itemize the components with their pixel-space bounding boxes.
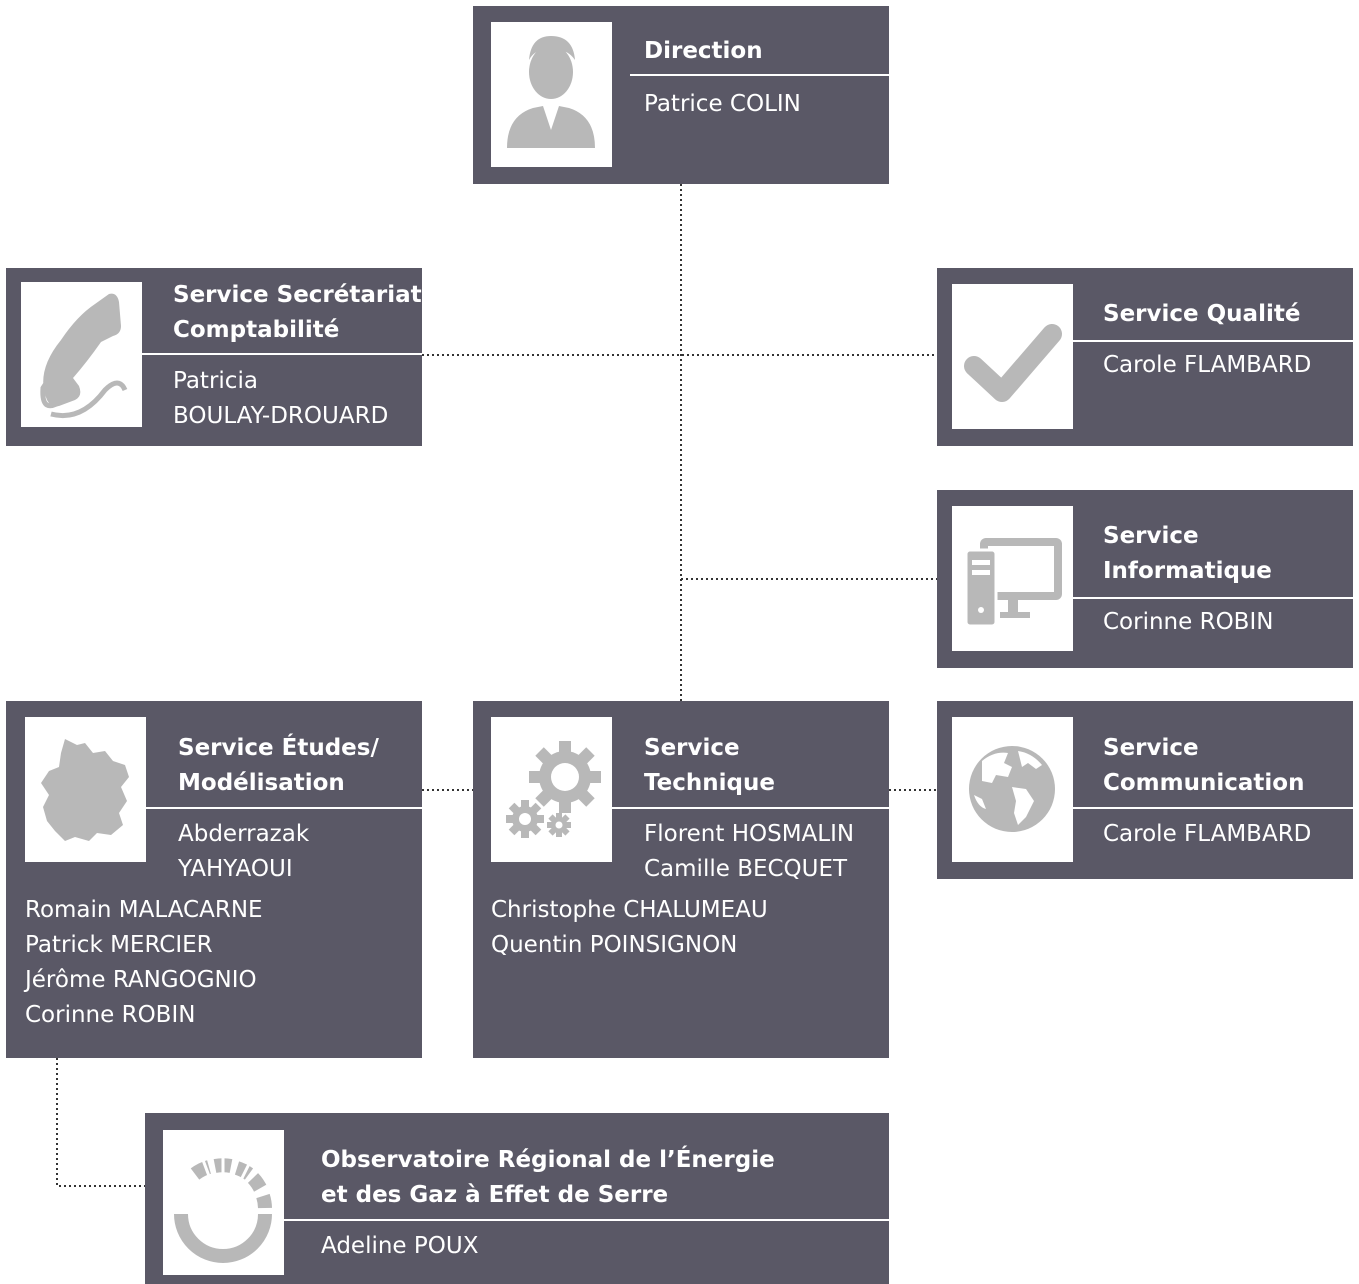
informatique-divider (1073, 597, 1353, 599)
secretariat-names: Patricia BOULAY-DROUARD (173, 368, 389, 429)
technique-box: Service Technique Florent HOSMALIN Camil… (473, 701, 889, 1058)
globe-icon (952, 717, 1073, 862)
secretariat-divider (142, 353, 422, 355)
direction-title: Direction (644, 38, 763, 64)
etudes-extra-names: Romain MALACARNE Patrick MERCIER Jérôme … (25, 897, 263, 1028)
etudes-box: Service Études/ Modélisation Abderrazak … (6, 701, 422, 1058)
communication-divider (1073, 807, 1353, 809)
telephone-icon (21, 282, 142, 427)
etudes-names: Abderrazak YAHYAOUI (178, 821, 310, 882)
direction-box: Direction Patrice COLIN (473, 6, 889, 184)
checkmark-icon (952, 284, 1073, 429)
technique-title: Service Technique (644, 735, 775, 796)
technique-names: Florent HOSMALIN Camille BECQUET (644, 821, 855, 882)
direction-divider (630, 74, 889, 76)
qualite-divider (1073, 340, 1353, 342)
technique-extra-names: Christophe CHALUMEAU Quentin POINSIGNON (491, 897, 768, 958)
observatoire-title: Observatoire Régional de l’Énergie et de… (321, 1147, 775, 1208)
observatoire-divider (284, 1219, 889, 1221)
direction-names: Patrice COLIN (644, 91, 801, 117)
technique-divider (612, 807, 889, 809)
informatique-title: Service Informatique (1103, 523, 1272, 584)
communication-box: Service Communication Carole FLAMBARD (937, 701, 1353, 879)
qualite-title: Service Qualité (1103, 301, 1301, 327)
informatique-names: Corinne ROBIN (1103, 609, 1274, 635)
gears-icon (491, 717, 612, 862)
qualite-box: Service Qualité Carole FLAMBARD (937, 268, 1353, 446)
observatoire-box: Observatoire Régional de l’Énergie et de… (145, 1113, 889, 1284)
communication-title: Service Communication (1103, 735, 1305, 796)
observatoire-names: Adeline POUX (321, 1233, 479, 1259)
etudes-title: Service Études/ Modélisation (178, 735, 379, 796)
person-icon (491, 22, 612, 167)
secretariat-title: Service Secrétariat Comptabilité (173, 282, 422, 343)
etudes-divider (146, 807, 422, 809)
region-map-icon (25, 717, 146, 862)
circular-gauge-icon (163, 1130, 284, 1275)
communication-names: Carole FLAMBARD (1103, 821, 1312, 847)
informatique-box: Service Informatique Corinne ROBIN (937, 490, 1353, 668)
secretariat-box: Service Secrétariat Comptabilité Patrici… (6, 268, 422, 446)
computer-icon (952, 506, 1073, 651)
qualite-names: Carole FLAMBARD (1103, 352, 1312, 378)
